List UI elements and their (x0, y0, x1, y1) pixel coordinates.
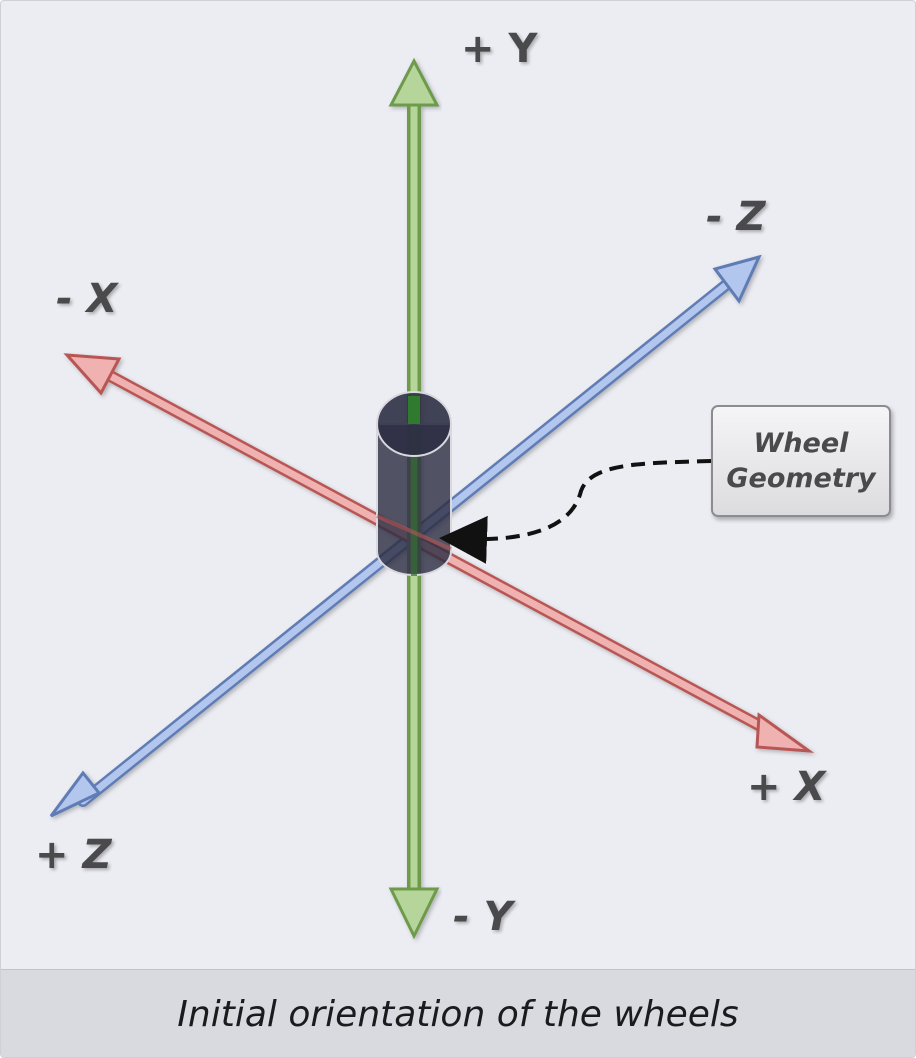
wheel-geometry-cylinder (376, 391, 452, 576)
callout-line-2: Geometry (726, 463, 876, 494)
plus-x-arrowhead (755, 712, 815, 753)
minus-y-label: - Y (453, 894, 513, 940)
figure-caption: Initial orientation of the wheels (177, 993, 739, 1035)
minus-x-label: - X (56, 276, 118, 322)
minus-x-arrowhead (63, 353, 122, 396)
plus-z-arrowhead (49, 770, 102, 818)
minus-z-arrowhead (712, 254, 762, 304)
minus-z-label: - Z (706, 194, 766, 240)
plus-z-label: + Z (35, 832, 112, 878)
minus-y-arrowhead (388, 887, 440, 940)
plus-y-arrowhead (388, 57, 440, 107)
callout-line-1: Wheel (753, 428, 849, 459)
caption-bar: Initial orientation of the wheels (1, 969, 915, 1057)
axes-diagram (49, 57, 815, 940)
wheel-geometry-callout: Wheel Geometry (711, 405, 891, 517)
callout-text: Wheel Geometry (716, 426, 886, 496)
callout-connector (439, 459, 712, 564)
plus-y-label: + Y (461, 26, 538, 72)
plus-x-label: + X (747, 764, 826, 810)
